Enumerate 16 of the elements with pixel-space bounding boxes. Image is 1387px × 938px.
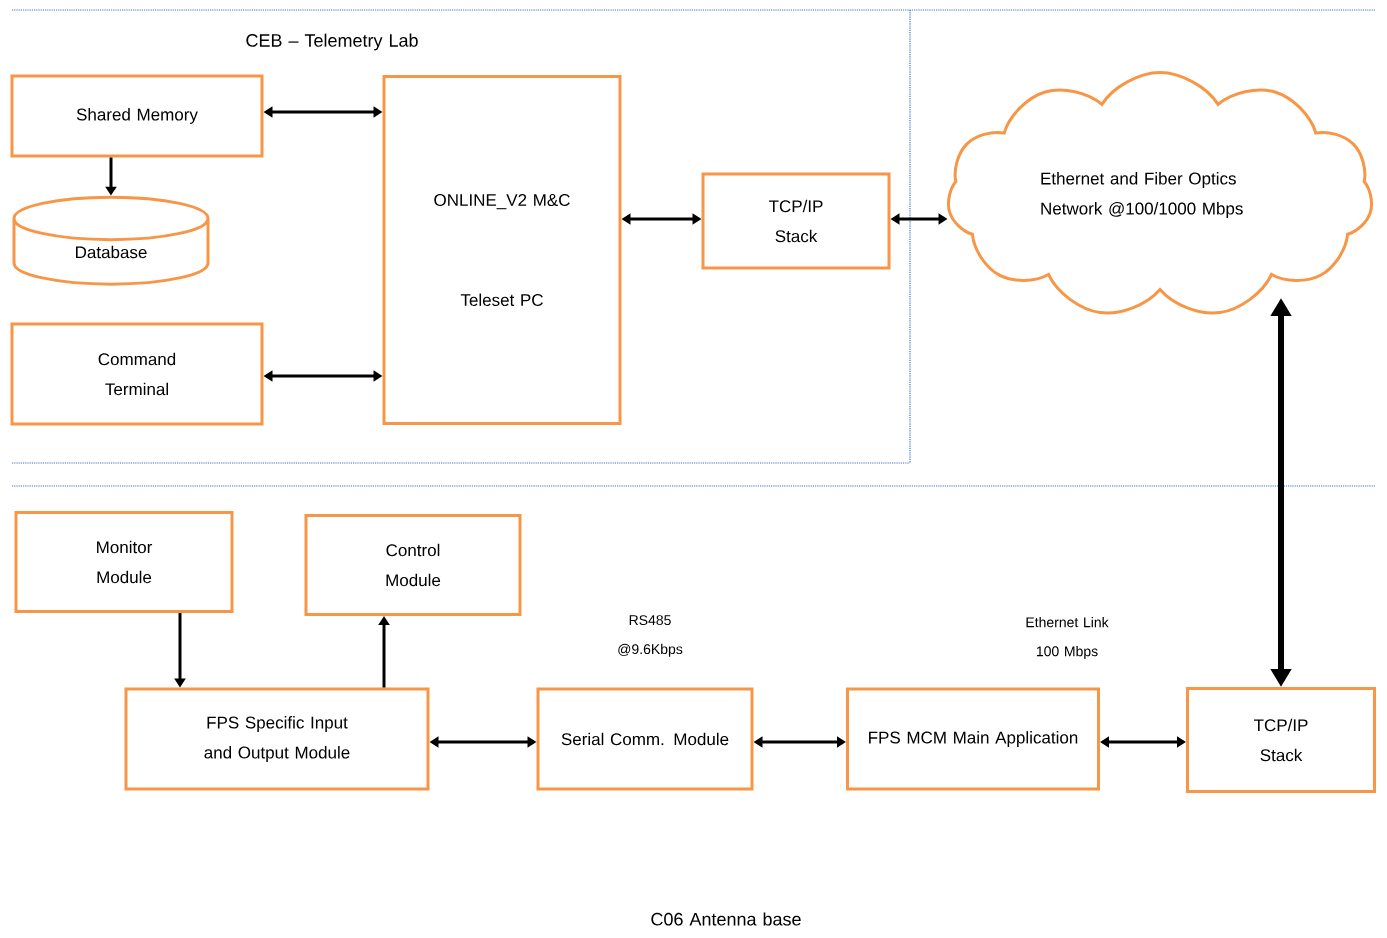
process-box: Control Module — [304, 514, 522, 616]
caption-text: CEB – Telemetry Lab — [246, 33, 418, 51]
process-box: TCP/IP Stack — [701, 172, 891, 270]
process-box: Shared Memory — [10, 74, 264, 158]
caption-text: RS485 @9.6Kbps — [618, 615, 683, 657]
process-box: FPS Specific Input and Output Module — [124, 687, 430, 791]
process-box: TCP/IP Stack — [1186, 687, 1376, 793]
caption-text: C06 Antenna base — [651, 912, 801, 926]
process-box: FPS MCM Main Application — [846, 687, 1100, 791]
process-box: Command Terminal — [10, 322, 264, 426]
network-cloud: Ethernet and Fiber Optics Network @100/1000 Mbps — [947, 71, 1373, 315]
database-cylinder: Database — [12, 195, 210, 286]
caption-text: Ethernet Link 100 Mbps — [1026, 617, 1109, 660]
process-box: Serial Comm. Module — [536, 687, 754, 791]
process-box: Monitor Module — [14, 511, 234, 613]
process-box: ONLINE_V2 M&C Teleset PC — [382, 75, 622, 425]
